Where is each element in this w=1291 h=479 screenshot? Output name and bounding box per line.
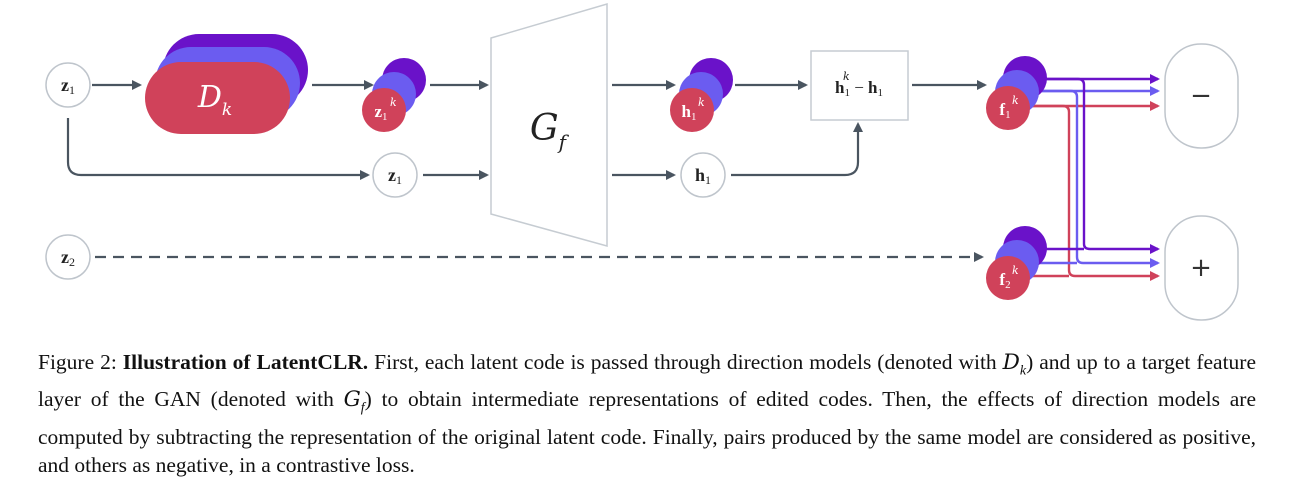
edited-rep-label: h1 <box>682 102 697 123</box>
edited-code-label: z1 <box>374 102 387 123</box>
feature2-label: f2 <box>999 270 1010 291</box>
caption-gf-symbol: G <box>343 387 361 413</box>
input-z1-node: z1 <box>45 62 91 108</box>
route-red-pos <box>1024 104 1160 281</box>
flow-arrows <box>66 80 987 262</box>
feature1-sup: k <box>1012 94 1019 107</box>
caption-dk-symbol: D <box>1002 350 1020 375</box>
contrastive-routes <box>1024 74 1160 281</box>
latentclr-diagram: z1 z2 Dk z1 k z1 Gf h1 k h1 <box>45 2 1239 321</box>
edited-rep-sup: k <box>698 96 705 109</box>
direction-model-label: Dk <box>197 80 232 120</box>
edited-rep-stack: h1 k <box>670 58 733 132</box>
positive-box: + <box>1164 215 1239 321</box>
negative-box: − <box>1164 43 1239 149</box>
difference-sup: k <box>843 70 850 83</box>
input-z2-node: z2 <box>45 234 91 280</box>
caption-dk-sub: k <box>1019 363 1027 379</box>
arrow-h1-to-diff <box>731 122 863 177</box>
original-rep-node: h1 <box>680 152 726 198</box>
difference-label: h1 − h1 <box>835 78 883 99</box>
route-purple-pos <box>1040 77 1160 254</box>
caption-prefix: Figure 2: <box>38 350 123 374</box>
feature2-stack: f2 k <box>986 226 1047 300</box>
feature1-label: f1 <box>999 100 1010 121</box>
edited-code-stack: z1 k <box>362 58 426 132</box>
caption-sentence-2: ) and up to a target feature layer of th… <box>38 350 1256 412</box>
caption-gf-sub: f <box>360 400 365 416</box>
arrow-z1-bypass <box>66 118 370 180</box>
negative-symbol: − <box>1190 81 1212 111</box>
input-z1-label: z1 <box>61 75 75 97</box>
difference-box: h1 − h1 k <box>810 50 909 121</box>
original-rep-label: h1 <box>695 165 711 187</box>
feature2-sup: k <box>1012 264 1019 277</box>
feature1-stack: f1 k <box>986 56 1047 130</box>
direction-model-stack: Dk <box>145 34 308 134</box>
route-blue-pos <box>1030 89 1160 268</box>
generator-block: Gf <box>490 2 608 247</box>
input-z2-label: z2 <box>61 247 75 269</box>
edited-code-sup: k <box>390 96 397 109</box>
caption-sentence-1: First, each latent code is passed throug… <box>368 350 1003 374</box>
caption-title: Illustration of LatentCLR. <box>122 350 369 374</box>
passthrough-z1-label: z1 <box>388 165 402 187</box>
passthrough-z1-node: z1 <box>372 152 418 198</box>
figure-caption: Figure 2: Illustration of LatentCLR. Fir… <box>38 348 1256 479</box>
positive-symbol: + <box>1190 253 1212 283</box>
